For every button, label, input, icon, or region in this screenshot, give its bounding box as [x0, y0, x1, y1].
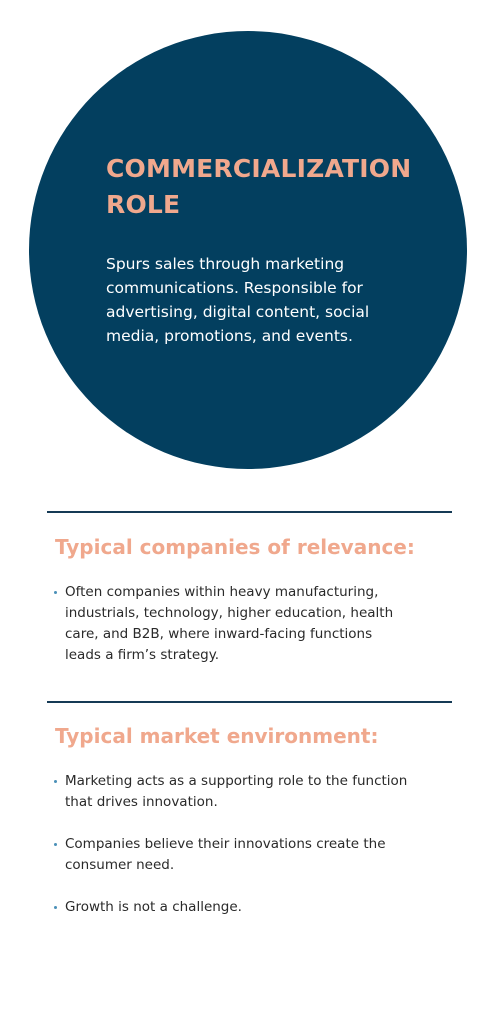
role-title: COMMERCIALIZATION ROLE	[106, 151, 426, 223]
list-item: Marketing acts as a supporting role to t…	[52, 771, 407, 813]
role-description-line: Spurs sales through marketing	[106, 255, 345, 273]
list-item-line: Marketing acts as a supporting role to t…	[65, 773, 408, 789]
list-item-line: Often companies within heavy manufacturi…	[65, 584, 379, 600]
role-description-line: advertising, digital content, social	[106, 303, 370, 321]
section-divider	[47, 511, 452, 513]
role-description-line: communications. Responsible for	[106, 279, 363, 297]
list-item-line: consumer need.	[65, 857, 175, 873]
list-item-line: leads a firm’s strategy.	[65, 647, 220, 663]
list-item: Growth is not a challenge.	[52, 897, 407, 918]
list-item: Often companies within heavy manufacturi…	[52, 582, 393, 666]
companies-heading: Typical companies of relevance:	[55, 535, 415, 559]
market-heading: Typical market environment:	[55, 724, 379, 748]
role-title-line: COMMERCIALIZATION	[106, 154, 412, 183]
list-item-line: that drives innovation.	[65, 794, 218, 810]
role-title-line: ROLE	[106, 190, 181, 219]
role-circle	[29, 31, 467, 469]
role-description-line: media, promotions, and events.	[106, 327, 353, 345]
market-list: Marketing acts as a supporting role to t…	[52, 771, 407, 918]
section-divider	[47, 701, 452, 703]
list-item-line: care, and B2B, where inward-facing funct…	[65, 626, 373, 642]
list-item-line: Growth is not a challenge.	[65, 899, 242, 915]
companies-list: Often companies within heavy manufacturi…	[52, 582, 393, 666]
list-item-line: industrials, technology, higher educatio…	[65, 605, 394, 621]
bullet-icon	[54, 780, 57, 783]
list-item: Companies believe their innovations crea…	[52, 834, 407, 876]
bullet-icon	[54, 843, 57, 846]
bullet-icon	[54, 906, 57, 909]
bullet-icon	[54, 591, 57, 594]
role-description: Spurs sales through marketing communicat…	[106, 252, 406, 348]
list-item-line: Companies believe their innovations crea…	[65, 836, 386, 852]
